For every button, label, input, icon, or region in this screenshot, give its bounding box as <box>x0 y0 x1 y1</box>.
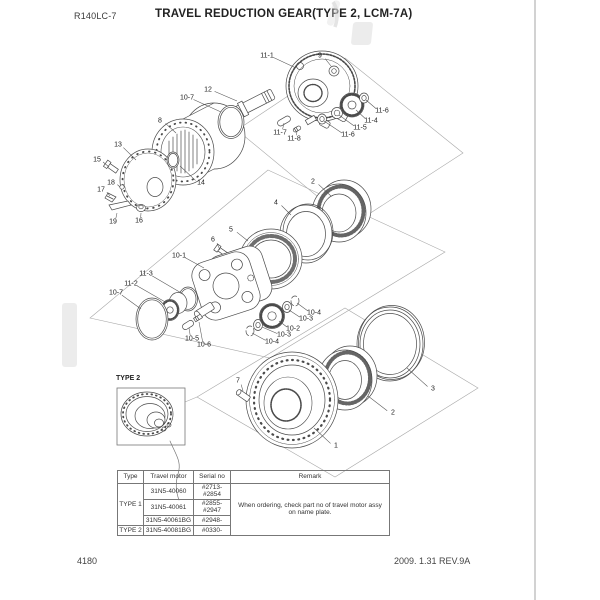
part-label-11-6: 11-6 <box>341 131 355 139</box>
part-label-11-2: 11-2 <box>124 280 138 288</box>
part-label-11-5: 11-5 <box>353 124 367 132</box>
part-label-17: 17 <box>97 186 105 194</box>
model-code: R140LC-7 <box>74 11 117 21</box>
planet-set-top <box>304 92 369 126</box>
part-label-11-7: 11-7 <box>273 129 287 137</box>
part-label-15: 15 <box>93 156 101 164</box>
cell-serial: #2948- <box>193 514 231 526</box>
part-label-10-3: 10-3 <box>298 315 314 323</box>
plug-9 <box>328 65 340 77</box>
type2-inset <box>116 387 186 501</box>
page-number: 4180 <box>77 556 98 566</box>
part-label-11-4: 11-4 <box>364 117 378 125</box>
part-label-5: 5 <box>229 226 233 234</box>
part-label-18: 18 <box>107 179 115 187</box>
part-label-16: 16 <box>135 217 143 225</box>
part-label-10-3: 10-3 <box>276 331 292 339</box>
part-label-2: 2 <box>311 178 315 186</box>
cell-motor: 31N5-40061 <box>143 498 194 516</box>
table-header: Type <box>117 470 144 484</box>
part-label-2: 2 <box>391 409 395 417</box>
cell-type: TYPE 1 <box>117 483 144 526</box>
part-label-8: 8 <box>158 117 162 125</box>
cover-13 <box>119 148 177 212</box>
part-label-10-4: 10-4 <box>264 338 280 346</box>
table-header: Serial no <box>193 470 231 484</box>
part-label-10-2: 10-2 <box>285 325 301 333</box>
ring-14 <box>166 151 180 169</box>
type2-inset-label: TYPE 2 <box>116 375 141 382</box>
table-header: Remark <box>230 470 390 484</box>
part-label-11-3: 11-3 <box>139 270 153 278</box>
part-label-10-5: 10-5 <box>184 335 200 343</box>
oring-10-7-mid <box>135 297 169 341</box>
part-label-10-7: 10-7 <box>179 94 195 102</box>
page-edge-line <box>534 0 536 600</box>
cell-serial: #2855-#2947 <box>193 498 231 516</box>
part-label-19: 19 <box>109 218 117 226</box>
part-label-11-6: 11-6 <box>375 107 389 115</box>
plug-16 <box>136 204 146 212</box>
part-label-10-4: 10-4 <box>306 309 322 317</box>
cell-remark: When ordering, check part no of travel m… <box>230 483 390 536</box>
part-label-6: 6 <box>211 236 215 244</box>
part-label-4: 4 <box>274 199 278 207</box>
pin-11-7 <box>277 115 291 127</box>
planet-set-mid <box>245 295 300 337</box>
cell-serial: #2713-#2854 <box>193 483 231 500</box>
cell-motor: 31N5-40081BG <box>143 524 194 536</box>
page-title: TRAVEL REDUCTION GEAR(TYPE 2, LCM-7A) <box>155 8 413 20</box>
part-label-11-1: 11-1 <box>260 52 274 60</box>
part-label-9: 9 <box>318 52 322 60</box>
part-label-14: 14 <box>197 179 205 187</box>
scan-smudge <box>62 303 77 367</box>
bolt-15 <box>102 159 119 174</box>
part-label-3: 3 <box>431 385 435 393</box>
part-label-13: 13 <box>114 141 122 149</box>
oring-10-7-top <box>217 105 245 139</box>
part-label-7: 7 <box>236 377 240 385</box>
part-label-10-1: 10-1 <box>171 252 187 260</box>
part-label-12: 12 <box>204 86 212 94</box>
name-plate-19 <box>108 200 132 211</box>
pin-7 <box>235 389 251 402</box>
revision-date: 2009. 1.31 REV.9A <box>394 556 471 566</box>
plug-17 <box>104 192 117 203</box>
part-label-11-8: 11-8 <box>287 135 301 143</box>
drum-1 <box>245 351 339 449</box>
spring-10-6 <box>193 313 203 323</box>
cell-motor: 31N5-40061BG <box>143 514 194 526</box>
ball-18 <box>119 184 125 190</box>
cell-motor: 31N5-40060 <box>143 483 194 500</box>
part-label-1: 1 <box>334 442 338 450</box>
table-header: Travel motor <box>143 470 194 484</box>
watermark-mark <box>331 0 339 28</box>
part-label-10-6: 10-6 <box>196 341 212 349</box>
spring-pin-11-8 <box>292 125 302 133</box>
diagram-parts <box>102 50 425 501</box>
scan-smudge <box>350 22 374 45</box>
pin-10-5 <box>182 320 194 330</box>
cell-serial: #0330- <box>193 524 231 536</box>
leader-lines <box>102 57 428 444</box>
part-label-10-7: 10-7 <box>108 289 124 297</box>
cell-type: TYPE 2 <box>117 524 144 536</box>
